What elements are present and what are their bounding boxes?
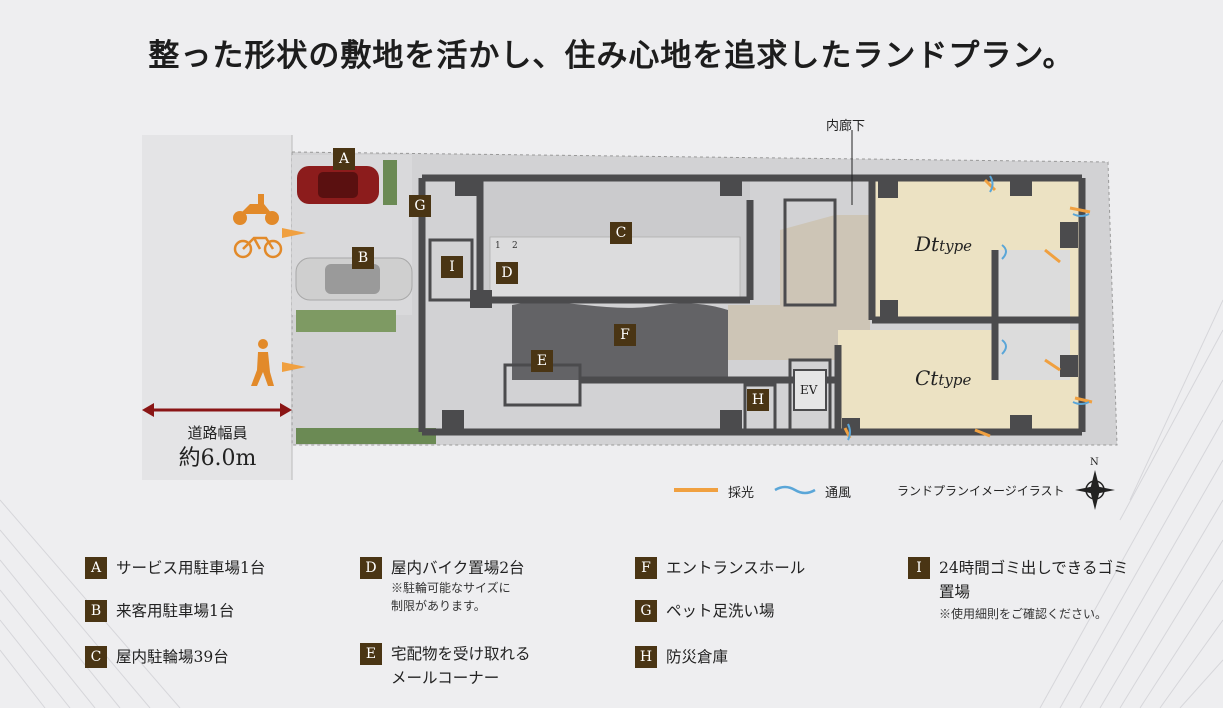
road-width-caption: 道路幅員 xyxy=(187,424,248,442)
marker-b: B xyxy=(352,247,374,269)
marker-f: F xyxy=(614,324,636,346)
bicycle-icon xyxy=(233,236,283,259)
legend-badge-b: B xyxy=(85,600,107,622)
marker-c: C xyxy=(610,222,632,244)
north-label: N xyxy=(1090,457,1099,468)
marker-d: D xyxy=(496,262,518,284)
car-a-icon xyxy=(297,166,379,204)
road-width-value: 約6.0m xyxy=(178,446,257,471)
motorbike-icon xyxy=(233,194,279,225)
unit-dt-label: Dttype xyxy=(915,232,973,256)
road-area xyxy=(142,135,292,480)
legend-badge-i: I xyxy=(908,557,930,579)
bike-slot-2: 2 xyxy=(512,241,518,251)
bike-slot-1: 1 xyxy=(495,241,501,251)
legend-badge-e: E xyxy=(360,643,382,665)
elevator xyxy=(793,369,827,411)
legend-badge-g: G xyxy=(635,600,657,622)
planting xyxy=(383,160,397,205)
car-b-icon xyxy=(295,257,413,301)
page-title: 整った形状の敷地を活かし、住み心地を追求したランドプラン。 xyxy=(148,38,1075,74)
columns xyxy=(442,178,1078,433)
legend-badge-h: H xyxy=(635,646,657,668)
walls xyxy=(418,174,1086,436)
north-compass-icon xyxy=(1075,470,1115,510)
planting xyxy=(296,428,436,444)
planting xyxy=(296,310,396,332)
wind-legend-label: 通風 xyxy=(825,486,852,501)
marker-g: G xyxy=(409,195,431,217)
entry-arrows xyxy=(282,228,306,372)
legend-badge-d: D xyxy=(360,557,382,579)
legend-badge-c: C xyxy=(85,646,107,668)
ev-label: EV xyxy=(800,383,818,397)
legend-badge-f: F xyxy=(635,557,657,579)
marker-h: H xyxy=(747,389,769,411)
illustration-note: ランドプランイメージイラスト xyxy=(897,484,1065,498)
marker-i: I xyxy=(441,256,463,278)
wind-markers xyxy=(847,175,1090,441)
marker-e: E xyxy=(531,350,553,372)
light-legend-label: 採光 xyxy=(728,486,755,501)
road-width-arrow xyxy=(142,403,292,417)
wind-legend-line xyxy=(774,485,816,495)
pedestrian-icon xyxy=(251,339,274,386)
legend-badge-a: A xyxy=(85,557,107,579)
corridor-label: 内廊下 xyxy=(826,119,866,134)
unit-ct-label: Cttype xyxy=(915,366,972,390)
marker-a: A xyxy=(333,148,355,170)
